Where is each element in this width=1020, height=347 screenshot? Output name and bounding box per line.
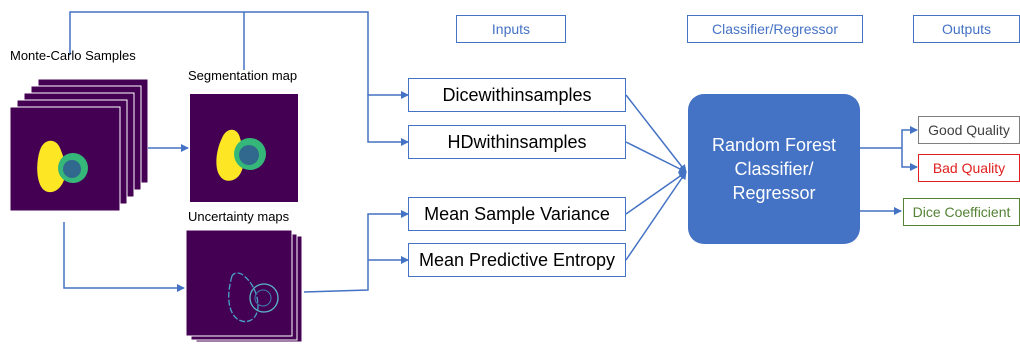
input-mean-sample-variance: Mean Sample Variance <box>408 197 626 231</box>
output-bad-quality: Bad Quality <box>918 154 1020 182</box>
output-good-quality: Good Quality <box>918 116 1020 144</box>
monte-carlo-stack <box>9 78 149 212</box>
input-dice-within-samples: Dicewithinsamples <box>408 78 626 112</box>
model-line-3: Regressor <box>732 183 816 203</box>
input-mean-predictive-entropy: Mean Predictive Entropy <box>408 243 626 277</box>
classifier-header: Classifier/Regressor <box>687 15 863 43</box>
monte-carlo-label: Monte-Carlo Samples <box>10 48 136 63</box>
outputs-header: Outputs <box>913 15 1020 43</box>
inputs-header: Inputs <box>456 15 566 43</box>
connectors <box>63 11 918 293</box>
output-dice-coefficient: Dice Coefficient <box>903 198 1020 226</box>
segmentation-map-image <box>190 94 298 202</box>
model-line-1: Random Forest <box>711 135 837 155</box>
uncertainty-maps-label: Uncertainty maps <box>188 209 290 224</box>
uncertainty-maps-stack <box>185 229 303 343</box>
random-forest-block: Random Forest Classifier/ Regressor <box>688 94 860 244</box>
monte-carlo-segment <box>37 140 88 193</box>
input-hd-within-samples: HDwithinsamples <box>408 125 626 159</box>
segmentation-map-label: Segmentation map <box>188 68 298 83</box>
model-line-2: Classifier/ <box>734 159 814 179</box>
